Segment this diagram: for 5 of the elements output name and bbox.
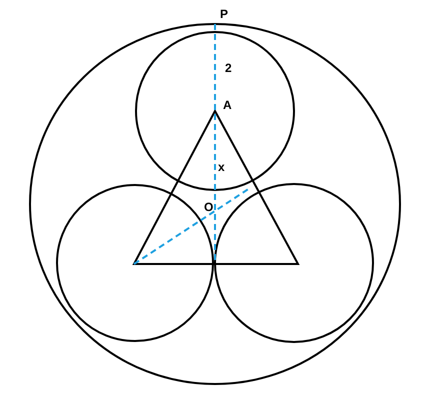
point-label: x [218,161,225,173]
point-label: O [204,201,214,213]
point-label: 2 [225,62,232,74]
point-label: A [223,99,232,111]
point-label: P [220,8,228,20]
